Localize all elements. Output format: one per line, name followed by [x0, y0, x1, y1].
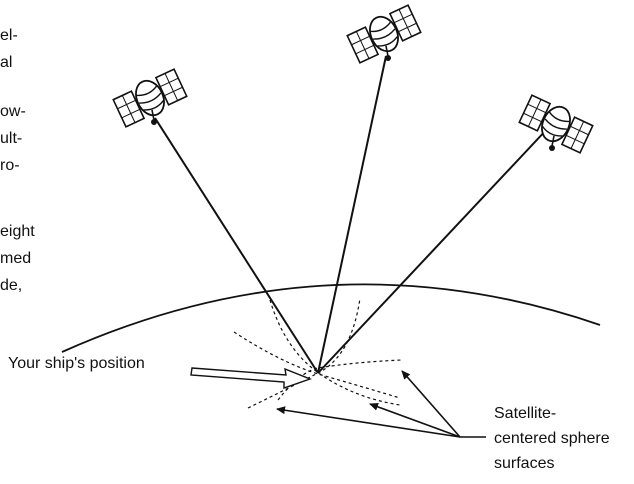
text-fragment-5: ro-	[0, 157, 20, 174]
surfaces-pointer-3	[401, 370, 461, 438]
sphere-surfaces-label-line-2: centered sphere	[494, 430, 610, 447]
satellite-right-icon	[518, 94, 594, 154]
surfaces-pointer-1	[276, 406, 461, 438]
text-fragment-3: ow-	[0, 103, 26, 120]
sphere-surface-arc-3	[233, 331, 401, 399]
text-fragment-8: de,	[0, 277, 22, 294]
signal-line-top	[317, 55, 387, 374]
earth-surface-arc	[61, 283, 601, 353]
satellite-top-icon	[346, 4, 422, 64]
signal-line-left	[154, 117, 319, 374]
text-fragment-7: med	[0, 250, 31, 267]
surfaces-pointer-2	[369, 402, 461, 438]
text-fragment-6: eight	[0, 223, 35, 240]
ship-position-label: Your ship's position	[8, 355, 145, 372]
sphere-surface-arc-2	[247, 297, 361, 409]
signal-line-right	[317, 126, 550, 374]
text-fragment-4: ult-	[0, 130, 22, 147]
text-fragment-1: el-	[0, 27, 18, 44]
sphere-surfaces-label-line-1: Satellite-	[494, 405, 556, 422]
sphere-surface-arc-1	[269, 299, 401, 406]
satellite-left-icon	[112, 68, 188, 128]
text-fragment-2: al	[0, 54, 12, 71]
sphere-surfaces-label-line-3: surfaces	[494, 455, 554, 472]
ship-position-arrow	[190, 367, 313, 389]
